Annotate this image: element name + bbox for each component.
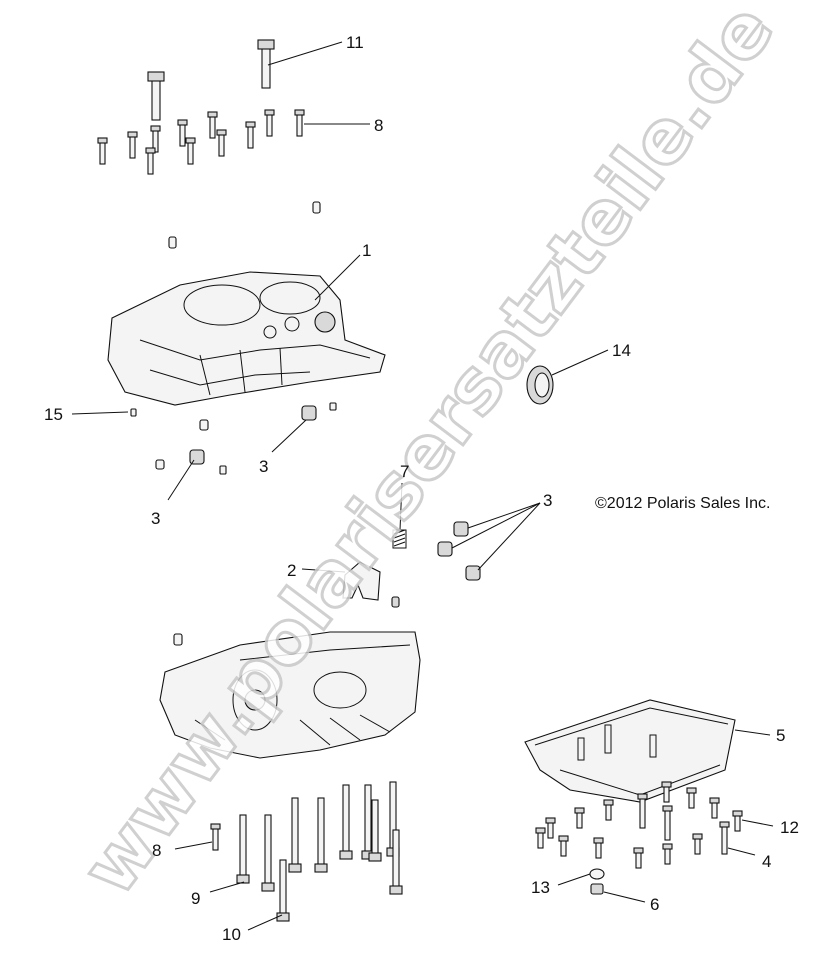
callout-12: 12 — [780, 818, 799, 837]
callout-14: 14 — [612, 341, 631, 360]
callout-labels: 11 8 1 14 15 3 3 7 3 2 5 8 12 4 9 13 6 1… — [44, 33, 799, 944]
upper-crankcase — [107, 271, 386, 406]
oil-pan — [524, 699, 736, 803]
callout-2: 2 — [287, 561, 296, 580]
callout-5: 5 — [776, 726, 785, 745]
callout-13: 13 — [531, 878, 550, 897]
callout-15: 15 — [44, 405, 63, 424]
callout-1: 1 — [362, 241, 371, 260]
callout-4: 4 — [762, 852, 771, 871]
small-bolts-top — [97, 109, 305, 175]
spring — [392, 529, 407, 549]
lower-crankcase — [159, 631, 421, 759]
bushings-right — [437, 521, 481, 581]
dowels-and-bushings-upper — [130, 402, 337, 475]
oil-pan-bolts — [535, 781, 743, 869]
leader-lines — [71, 41, 774, 931]
callout-3-c: 3 — [543, 491, 552, 510]
callout-11: 11 — [346, 33, 364, 52]
bracket — [342, 561, 400, 608]
oil-seal — [526, 365, 554, 405]
callout-3-b: 3 — [151, 509, 160, 528]
callout-7: 7 — [400, 462, 409, 481]
drain-plug-and-washer — [589, 868, 605, 895]
copyright-notice: ©2012 Polaris Sales Inc. — [595, 495, 770, 512]
dowel-pins-top — [168, 201, 321, 249]
long-bolts-lower — [210, 781, 403, 922]
callout-8-top: 8 — [374, 116, 383, 135]
callout-6: 6 — [650, 895, 659, 914]
callout-3-a: 3 — [259, 457, 268, 476]
long-bolts-top — [147, 39, 275, 121]
callout-8-bottom: 8 — [152, 841, 161, 860]
callout-9: 9 — [191, 889, 200, 908]
callout-10: 10 — [222, 925, 241, 944]
